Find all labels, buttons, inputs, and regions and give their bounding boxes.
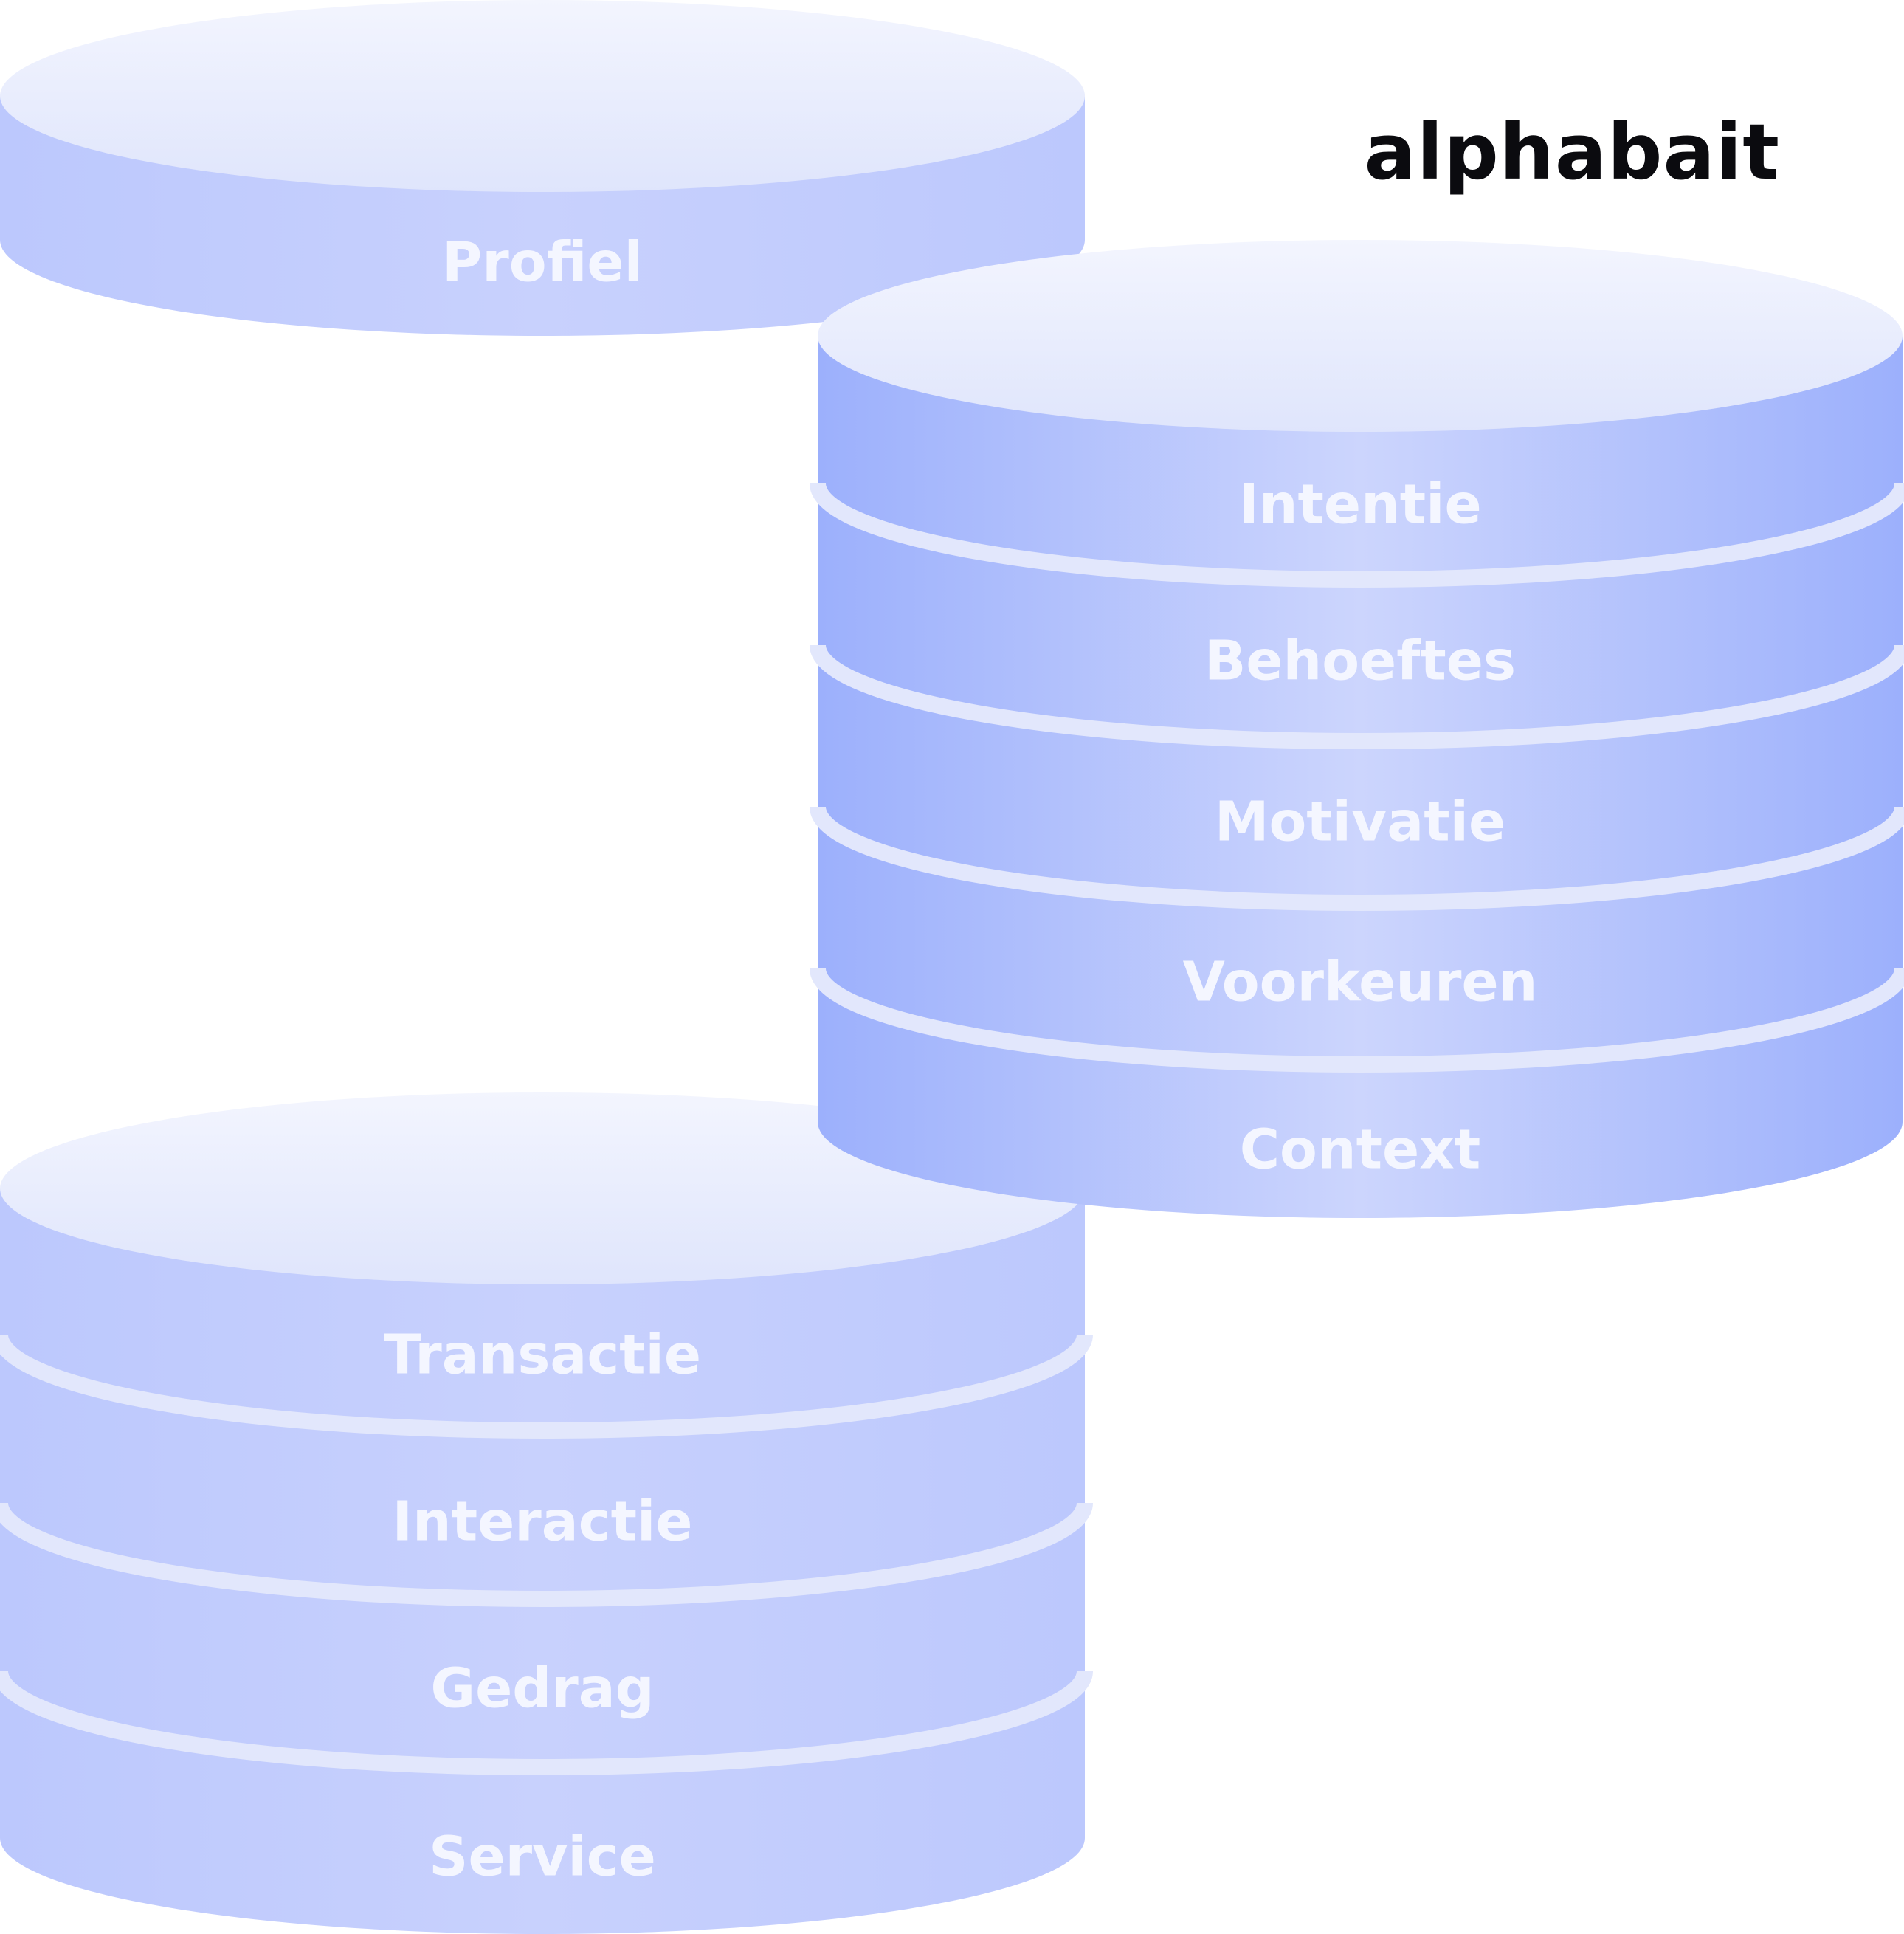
layer-label-voorkeuren: Voorkeuren	[1183, 951, 1538, 1014]
layer-label-context: Context	[1240, 1118, 1481, 1182]
behaviour-separator-2	[0, 1502, 1093, 1607]
behaviour-stack: Transactie Interactie Gedrag Service	[0, 1092, 1093, 1934]
layer-label-gedrag: Gedrag	[430, 1657, 654, 1721]
behaviour-separator-1	[0, 1334, 1093, 1439]
intent-separator-1	[810, 483, 1904, 588]
layer-label-behoeftes: Behoeftes	[1204, 630, 1516, 693]
intent-separator-3	[810, 806, 1904, 911]
layer-label-motivatie: Motivatie	[1215, 791, 1505, 854]
layer-label-profiel: Profiel	[442, 231, 643, 295]
layer-label-intentie: Intentie	[1238, 473, 1481, 537]
intent-cylinder-top	[818, 240, 1903, 432]
brand-logo: alphabait	[1365, 107, 1780, 197]
behaviour-cylinder-body	[0, 1188, 1085, 1934]
intent-separator-4	[810, 968, 1904, 1073]
profiel-cylinder-top	[0, 0, 1085, 192]
behaviour-cylinder-top	[0, 1092, 1085, 1284]
intent-stack: Intentie Behoeftes Motivatie Voorkeuren …	[810, 240, 1904, 1218]
layer-label-transactie: Transactie	[384, 1324, 701, 1387]
behaviour-separator-3	[0, 1670, 1093, 1775]
profiel-stack: Profiel	[0, 0, 1085, 336]
layer-label-interactie: Interactie	[393, 1490, 693, 1554]
intent-separator-2	[810, 644, 1904, 749]
layer-label-service: Service	[429, 1825, 656, 1889]
intent-cylinder-body	[818, 336, 1903, 1218]
